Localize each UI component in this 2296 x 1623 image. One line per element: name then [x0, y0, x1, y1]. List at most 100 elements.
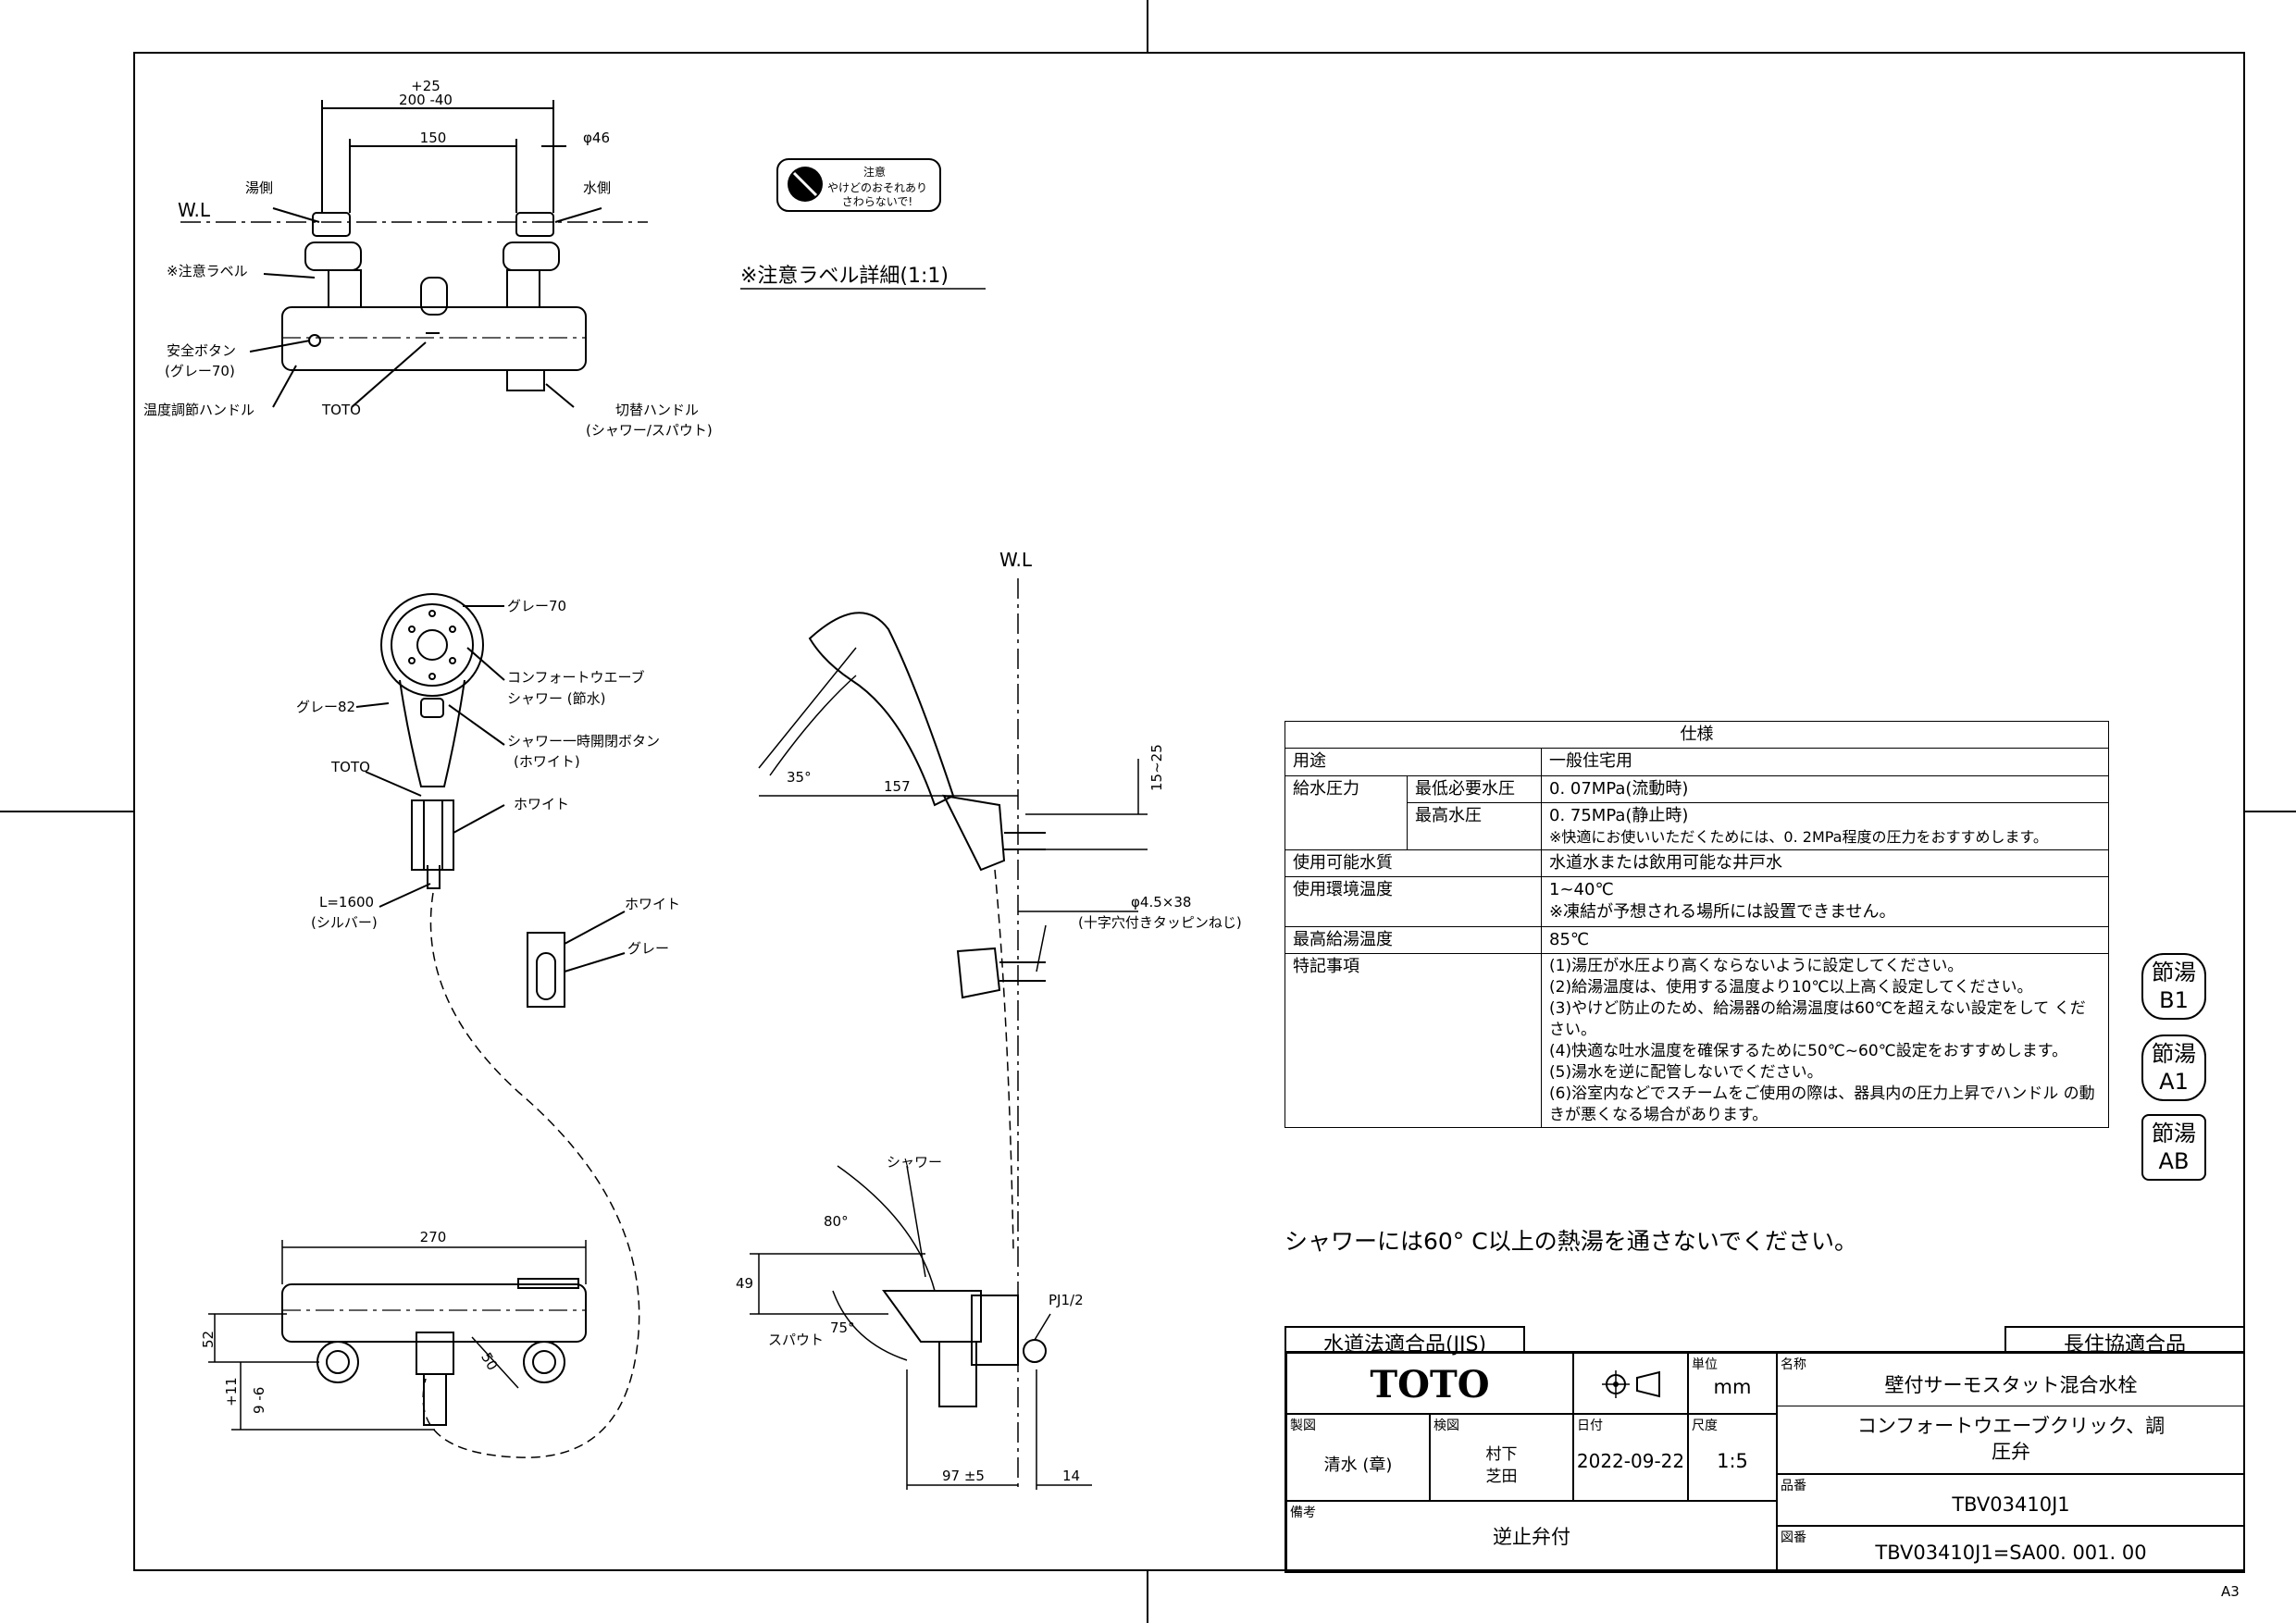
side-view — [750, 578, 1148, 1490]
date-label: 日付 — [1577, 1419, 1603, 1433]
cold-side-label: 水側 — [583, 180, 611, 196]
name-line1: 壁付サーモスタット混合水栓 — [1884, 1374, 2138, 1396]
top-view-faucet — [180, 100, 648, 408]
switch-handle-label: 切替ハンドル — [615, 402, 699, 418]
toto-mark-label: TOTO — [321, 402, 361, 418]
spec-max-value: 0. 75MPa(静止時) — [1549, 805, 1689, 825]
gray70-paren-label: (グレー70) — [165, 363, 235, 379]
caution-sign-line1: やけどのおそれあり — [827, 181, 927, 194]
silver-label: (シルバー) — [311, 914, 378, 931]
spec-pressure-note: ※快適にお使いいただくためには、0. 2MPa程度の圧力をおすすめします。 — [1549, 828, 2048, 847]
caution-label-callout: ※注意ラベル — [167, 263, 248, 279]
dim9-label: 9 -6 — [251, 1387, 267, 1414]
drawn-value: 清水 (章) — [1323, 1456, 1393, 1475]
dim-150: 150 — [420, 130, 447, 146]
side-view-labels: W.L 35° 157 15~25 φ4.5×38 (十字穴付きタッピンねじ) … — [736, 549, 1242, 1484]
brand-cell: TOTO — [1286, 1353, 1573, 1414]
jis-tag: 水道法適合品(JIS) — [1285, 1326, 1525, 1357]
name-line3: 圧弁 — [1992, 1441, 2030, 1463]
gray70-label: グレー70 — [507, 598, 566, 614]
drawn-cell: 製図 清水 (章) — [1286, 1414, 1430, 1501]
angle35-label: 35° — [787, 769, 812, 786]
dim-200: 200 -40 — [399, 92, 453, 108]
drawing-label: 図番 — [1781, 1530, 1806, 1545]
gray82-label: グレー82 — [296, 699, 355, 715]
part-cell: 品番 TBV03410J1 — [1777, 1474, 2245, 1526]
brand-logo: TOTO — [1370, 1363, 1490, 1406]
spec-max-label: 最高水圧 — [1407, 801, 1542, 850]
top-view-labels: +25 200 -40 150 φ46 W.L 湯側 水側 ※注意ラベル 安全ボ… — [143, 78, 713, 439]
stop-button-label: シャワー一時開閉ボタン — [507, 733, 660, 750]
spec-env-value: 1~40℃ — [1549, 880, 1614, 900]
remarks-value: 逆止弁付 — [1493, 1526, 1570, 1548]
check-label: 検図 — [1433, 1419, 1459, 1433]
cert-b1-top: 節湯 — [2152, 960, 2196, 985]
white-label: ホワイト — [514, 796, 569, 812]
dim15-25-label: 15~25 — [1148, 744, 1165, 791]
dim49-label: 49 — [736, 1275, 753, 1292]
paper-size-label: A3 — [2221, 1583, 2240, 1600]
wl-top-label: W.L — [178, 199, 211, 221]
date-cell: 日付 2022-09-22 — [1573, 1414, 1688, 1501]
hot-side-label: 湯側 — [245, 180, 273, 196]
projection-symbol-cell — [1573, 1353, 1688, 1414]
shower-head-labels: グレー70 コンフォートウエーブ シャワー (節水) グレー82 シャワー一時開… — [296, 598, 680, 957]
comfort-wave-label: コンフォートウエーブ — [507, 669, 645, 686]
holder-gray-label: グレー — [627, 940, 669, 957]
shower-saving-label: シャワー (節水) — [507, 690, 605, 707]
wl-side-label: W.L — [999, 549, 1033, 571]
screw-label: φ4.5×38 — [1131, 894, 1191, 911]
dim-phi46: φ46 — [583, 130, 610, 146]
part-label: 品番 — [1781, 1479, 1806, 1493]
check-value1: 村下 — [1485, 1445, 1518, 1464]
dim-plus25: +25 — [411, 78, 441, 94]
spec-env-cell: 1~40℃ ※凍結が予想される場所には設置できません。 — [1541, 876, 2109, 927]
unit-cell: 単位 mm — [1688, 1353, 1777, 1414]
long-life-tag: 長住協適合品 — [2004, 1326, 2245, 1357]
temp-handle-label: 温度調節ハンドル — [143, 402, 254, 418]
caution-detail-label: ※注意ラベル詳細(1:1) — [740, 265, 949, 288]
shower-head-front — [355, 593, 640, 1458]
remarks-label: 備考 — [1290, 1505, 1316, 1520]
dim270-label: 270 — [420, 1229, 447, 1245]
screw-sub-label: (十字穴付きタッピンねじ) — [1078, 914, 1242, 931]
cert-b1-bottom: B1 — [2159, 987, 2189, 1013]
spec-note-3: (3)やけど防止のため、給湯器の給湯温度は60℃を超えない設定をして ください。 — [1549, 998, 2086, 1039]
spec-note-4: (4)快適な吐水温度を確保するために50℃~60℃設定をおすすめします。 — [1549, 1041, 2068, 1060]
white-paren-label: (ホワイト) — [514, 753, 580, 770]
check-value2: 芝田 — [1485, 1468, 1518, 1486]
dim50-label: 50 — [478, 1350, 501, 1374]
spec-water-label: 使用可能水質 — [1285, 849, 1542, 878]
bottom-front-view — [208, 1240, 587, 1431]
unit-value: mm — [1713, 1376, 1752, 1398]
scale-label: 尺度 — [1692, 1419, 1718, 1433]
spec-note-6: (6)浴室内などでスチームをご使用の際は、器具内の圧力上昇でハンドル の動きが悪… — [1549, 1084, 2095, 1124]
cert-mark-a1: 節湯 A1 — [2141, 1035, 2206, 1101]
hose-length-label: L=1600 — [319, 894, 374, 911]
drawing-value: TBV03410J1=SA00. 001. 00 — [1875, 1542, 2147, 1564]
spec-table: 仕様 用途 一般住宅用 給水圧力 最低必要水圧 0. 07MPa(流動時) 最高… — [1285, 720, 2109, 1129]
angle80-label: 80° — [824, 1213, 849, 1230]
switch-handle-sub-label: (シャワー/スパウト) — [586, 422, 713, 439]
cert-mark-ab: 節湯 AB — [2141, 1114, 2206, 1181]
caution-sign-title: 注意 — [863, 165, 886, 179]
cert-a1-bottom: A1 — [2159, 1069, 2189, 1095]
title-block: TOTO 単位 mm 名称 壁付サーモスタット混合水栓 コンフォートウエーブクリ… — [1285, 1351, 2245, 1573]
spec-water-value: 水道水または飲用可能な井戸水 — [1541, 849, 2109, 878]
spec-max-cell: 0. 75MPa(静止時) ※快適にお使いいただくためには、0. 2MPa程度の… — [1541, 801, 2109, 850]
spec-env-note: ※凍結が予想される場所には設置できません。 — [1549, 902, 1896, 923]
name-cell: 名称 壁付サーモスタット混合水栓 コンフォートウエーブクリック、調 圧弁 — [1777, 1353, 2245, 1474]
spec-use-label: 用途 — [1285, 748, 1542, 776]
bottom-front-labels: 270 52 50 +11 9 -6 — [200, 1229, 501, 1414]
dim97-label: 97 ±5 — [942, 1468, 985, 1484]
spec-use-value: 一般住宅用 — [1541, 748, 2109, 776]
spec-max-hot-label: 最高給湯温度 — [1285, 925, 1542, 954]
drawn-label: 製図 — [1290, 1419, 1316, 1433]
name-label: 名称 — [1781, 1357, 1806, 1372]
scale-value: 1:5 — [1717, 1450, 1748, 1472]
scale-cell: 尺度 1:5 — [1688, 1414, 1777, 1501]
cert-ab-bottom: AB — [2158, 1148, 2190, 1174]
spec-env-label: 使用環境温度 — [1285, 876, 1542, 927]
